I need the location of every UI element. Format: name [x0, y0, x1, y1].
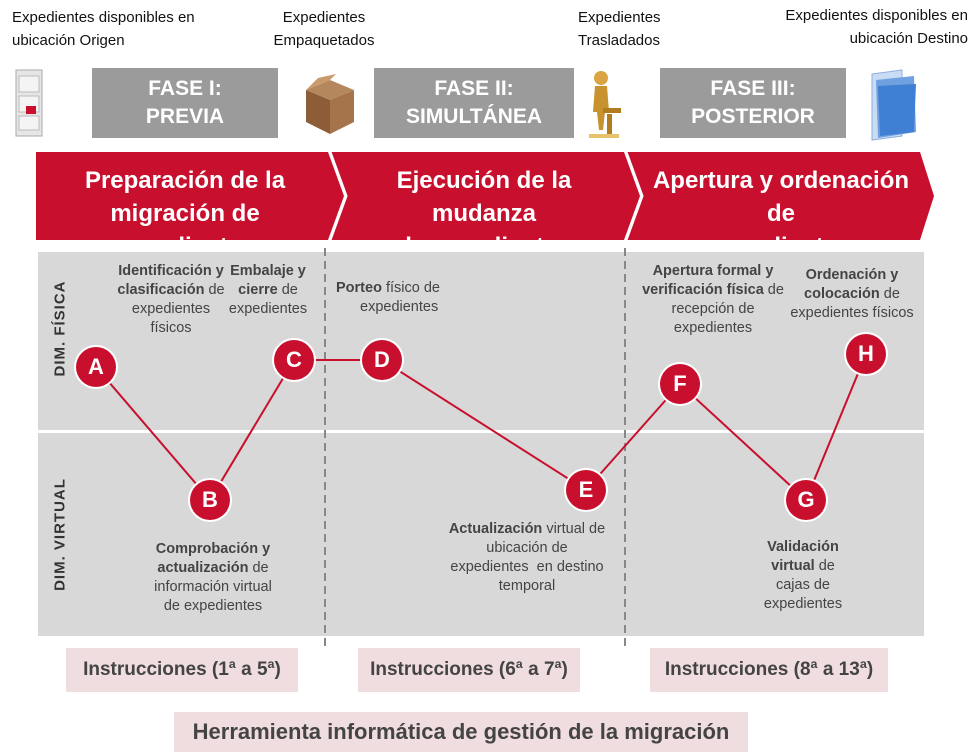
step-a-text: Identificación y clasificación de expedi… — [117, 263, 225, 336]
dimension-divider — [38, 430, 924, 433]
origin-label: Expedientes disponibles en ubicación Ori… — [12, 9, 195, 49]
step-d-text: Porteo físico de expedientes — [336, 280, 440, 315]
person-carrying-key-icon — [589, 71, 621, 138]
destination-label: Expedientes disponibles en ubicación Des… — [785, 7, 968, 47]
instructions-phase-3: Instrucciones (8ª a 13ª) — [650, 648, 888, 692]
step-b-text: Comprobación y actualización de informac… — [154, 541, 272, 614]
migration-tool-label: Herramienta informática de gestión de la… — [174, 712, 748, 752]
instructions-phase-1: Instrucciones (1ª a 5ª) — [66, 648, 298, 692]
blue-folder-icon — [871, 69, 916, 141]
node-a: A — [76, 347, 116, 387]
phase-banner — [36, 151, 934, 241]
instructions-phase-2: Instrucciones (6ª a 7ª) — [358, 648, 580, 692]
node-c: C — [274, 340, 314, 380]
phase-box-3: FASE III: POSTERIOR — [660, 68, 846, 138]
node-b: B — [190, 480, 230, 520]
step-g-text: Validación virtual de cajas de expedient… — [763, 539, 843, 612]
node-d: D — [362, 340, 402, 380]
node-f: F — [660, 364, 700, 404]
banner-preparacion: Preparación de la migración de expedient… — [84, 167, 286, 260]
step-e-text: Actualización virtual de ubicación de ex… — [448, 521, 606, 594]
phase-box-1: FASE I: PREVIA — [92, 68, 278, 138]
step-c-text: Embalaje y cierre de expedientes — [228, 263, 308, 317]
node-g: G — [786, 480, 826, 520]
packed-label: Expedientes Empaquetados — [273, 9, 375, 49]
step-h-text: Ordenación y colocación de expedientes f… — [790, 267, 914, 321]
node-e: E — [566, 470, 606, 510]
cardboard-box-icon — [306, 74, 354, 134]
moved-label: Expedientes Trasladados — [578, 9, 661, 49]
phase-box-2: FASE II: SIMULTÁNEA — [374, 68, 574, 138]
step-f-text: Apertura formal y verificación física de… — [642, 263, 784, 336]
filing-cabinet-icon — [15, 69, 43, 137]
dimensions-panel — [38, 252, 924, 636]
node-h: H — [846, 334, 886, 374]
